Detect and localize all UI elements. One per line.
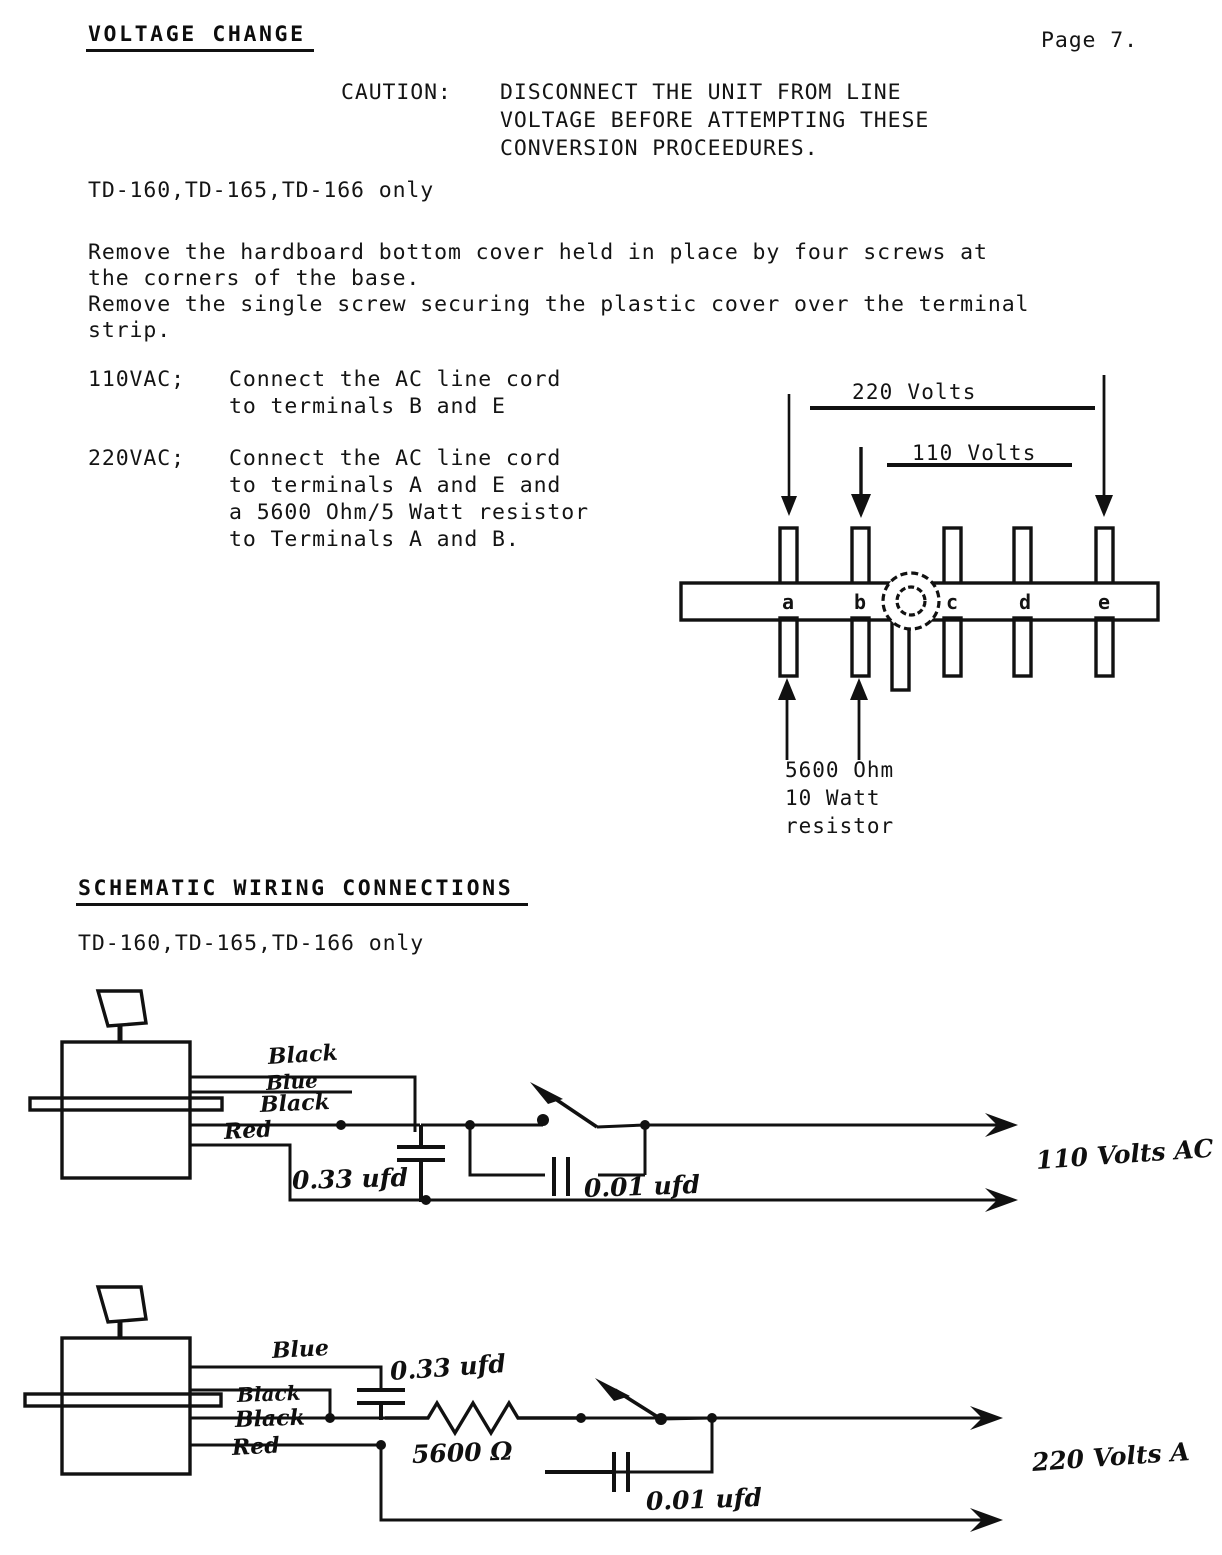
motor-pulley-110 — [95, 989, 148, 1043]
resistor-note-line-1: 5600 Ohm — [785, 758, 895, 782]
caution-label: CAUTION: — [341, 80, 452, 105]
capacitor-001-110 — [552, 1157, 570, 1196]
option-110-label: 110VAC; — [88, 367, 185, 392]
option-220-line-3: a 5600 Ohm/5 Watt resistor — [229, 500, 589, 525]
motor-pulley-220 — [95, 1285, 148, 1339]
motor-shaft-220 — [23, 1392, 223, 1408]
capacitor-001-220 — [545, 1452, 630, 1492]
instruction-line-4: strip. — [88, 318, 172, 343]
option-110-line-2: to terminals B and E — [229, 394, 506, 419]
mounting-hole — [881, 571, 941, 631]
switch-branch-110 — [421, 1123, 647, 1177]
caution-line-1: DISCONNECT THE UNIT FROM LINE — [500, 80, 902, 105]
instruction-line-1: Remove the hardboard bottom cover held i… — [88, 240, 988, 265]
instruction-line-2: the corners of the base. — [88, 266, 421, 291]
capacitor-label-001-220: 0.01 ufd — [645, 1482, 763, 1516]
wire-label-220-blue: Blue — [271, 1335, 330, 1364]
output-arrowheads-220 — [970, 1406, 1003, 1532]
capacitor-033-110 — [397, 1125, 445, 1202]
terminal-posts-lower — [778, 616, 1115, 678]
switch-220 — [595, 1378, 713, 1425]
wire-label-220-black-1: Black — [236, 1380, 301, 1407]
option-220-line-1: Connect the AC line cord — [229, 446, 562, 471]
arrow-up-resistor-b — [850, 678, 868, 760]
output-lines-110 — [290, 1123, 1005, 1202]
junction-dot-110-a — [336, 1120, 346, 1130]
page-title: VOLTAGE CHANGE — [88, 22, 306, 47]
switch-110 — [530, 1082, 646, 1129]
terminal-label-d: d — [1019, 590, 1032, 614]
terminal-label-c: c — [946, 590, 959, 614]
junction-dot-220-b — [376, 1440, 386, 1450]
option-220-line-4: to Terminals A and B. — [229, 527, 520, 552]
resistor-note-line-2: 10 Watt — [785, 786, 881, 810]
page-title-underline — [86, 49, 314, 52]
resistor-5600-220 — [385, 1399, 580, 1437]
instruction-line-3: Remove the single screw securing the pla… — [88, 292, 1030, 317]
wire-label-220-red: Red — [231, 1432, 281, 1461]
output-arrowheads-110 — [985, 1113, 1018, 1212]
terminal-label-b: b — [854, 590, 867, 614]
capacitor-033-220 — [357, 1388, 405, 1420]
caution-line-3: CONVERSION PROCEEDURES. — [500, 136, 819, 161]
bracket-rule-110 — [887, 463, 1072, 467]
resistor-label-5600-220: 5600 Ω — [411, 1436, 513, 1469]
option-220-label: 220VAC; — [88, 446, 185, 471]
page-number: Page 7. — [1041, 28, 1138, 53]
junction-dot-110-c — [465, 1120, 475, 1130]
junction-dot-220-a — [325, 1413, 335, 1423]
bracket-label-110: 110 Volts — [912, 441, 1037, 465]
schematic-section-heading: SCHEMATIC WIRING CONNECTIONS — [78, 876, 514, 901]
arrow-up-resistor-a — [778, 678, 796, 760]
bracket-rule-220 — [810, 406, 1095, 410]
terminal-label-e: e — [1098, 590, 1111, 614]
resistor-note-line-3: resistor — [785, 814, 895, 838]
caution-line-2: VOLTAGE BEFORE ATTEMPTING THESE — [500, 108, 930, 133]
terminal-label-a: a — [782, 590, 795, 614]
junction-dot-220-c — [576, 1413, 586, 1423]
arrow-down-terminal-b — [851, 447, 871, 518]
wire-label-220-black-2: Black — [234, 1404, 306, 1433]
arrow-down-terminal-e — [1095, 375, 1113, 517]
option-110-line-1: Connect the AC line cord — [229, 367, 562, 392]
motor-leads-220 — [190, 1365, 960, 1522]
option-220-line-2: to terminals A and E and — [229, 473, 562, 498]
bracket-label-220: 220 Volts — [852, 380, 977, 404]
schematic-heading-underline — [76, 903, 528, 906]
motor-shaft-110 — [28, 1096, 224, 1112]
arrow-down-terminal-a — [781, 394, 797, 516]
models-note-top: TD-160,TD-165,TD-166 only — [88, 178, 435, 203]
output-lines-220 — [381, 1416, 990, 1522]
schematic-models-note: TD-160,TD-165,TD-166 only — [78, 931, 425, 956]
